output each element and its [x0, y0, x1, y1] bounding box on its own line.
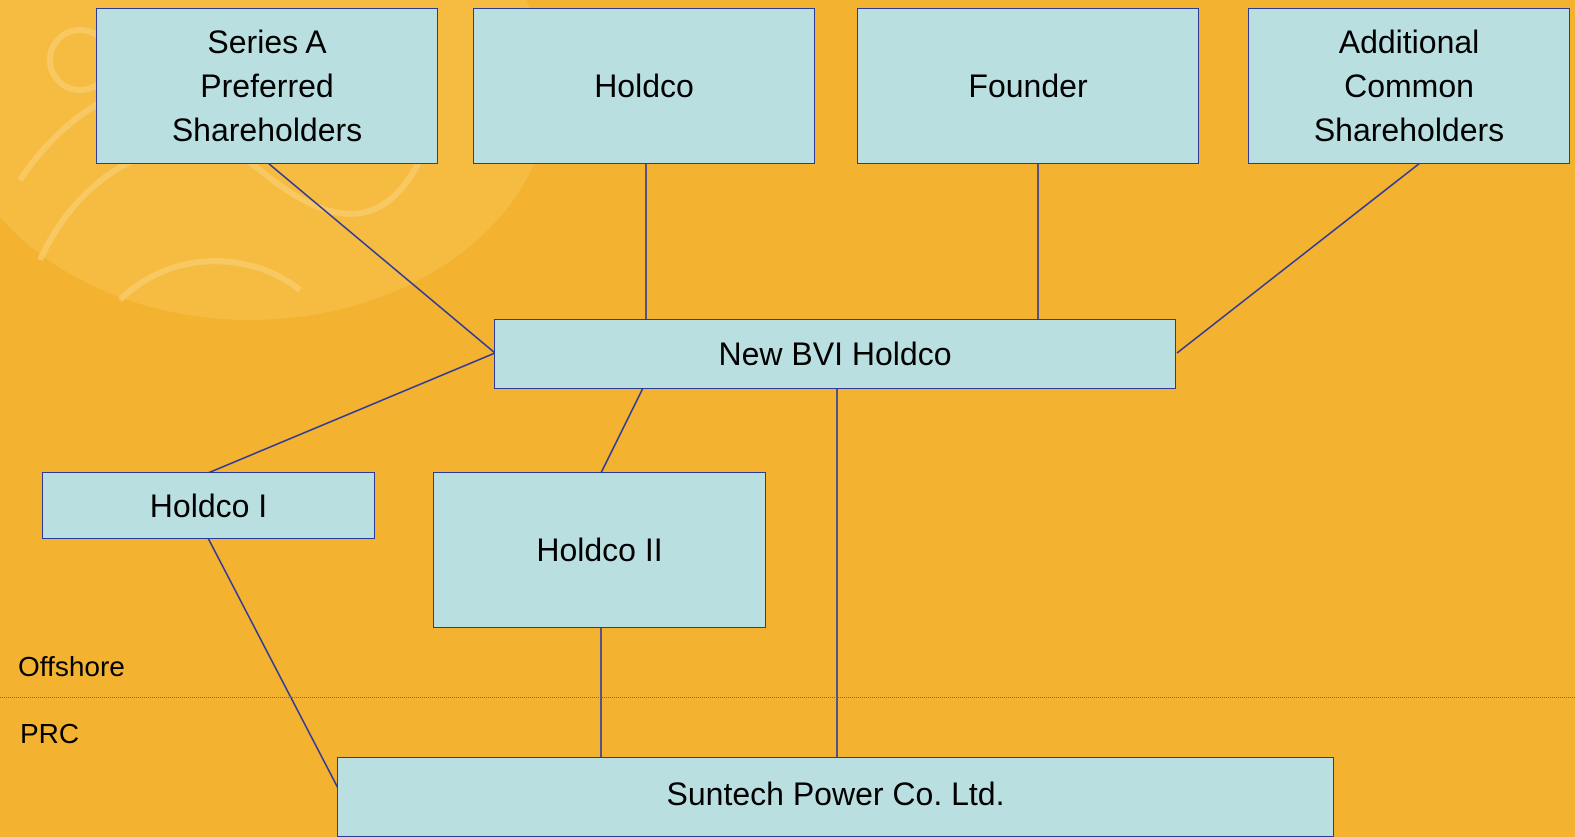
- node-new-bvi-holdco: New BVI Holdco: [494, 319, 1176, 389]
- node-label: Holdco: [594, 68, 694, 104]
- node-label: Suntech Power Co. Ltd.: [666, 776, 1005, 812]
- node-holdco-i: Holdco I: [42, 472, 375, 539]
- node-additional-common-shareholders: Additional Common Shareholders: [1248, 8, 1570, 164]
- node-founder: Founder: [857, 8, 1199, 164]
- node-suntech-power: Suntech Power Co. Ltd.: [337, 757, 1334, 837]
- connector-new-bvi-to-holdco-ii: [600, 387, 644, 474]
- node-label: Founder: [968, 68, 1088, 104]
- node-holdco: Holdco: [473, 8, 815, 164]
- node-series-a-preferred-shareholders: Series A Preferred Shareholders: [96, 8, 438, 164]
- node-label: Additional Common Shareholders: [1313, 24, 1505, 148]
- connector-holdco-i-to-suntech: [207, 537, 341, 793]
- region-label-prc: PRC: [20, 718, 80, 749]
- node-label: New BVI Holdco: [718, 336, 952, 372]
- node-holdco-ii: Holdco II: [433, 472, 766, 628]
- connector-additional-to-new-bvi: [1176, 162, 1421, 354]
- connector-series-a-to-new-bvi: [267, 162, 496, 354]
- offshore-prc-divider: [0, 697, 1575, 698]
- node-label: Series A Preferred Shareholders: [171, 24, 363, 148]
- region-label-offshore: Offshore: [18, 651, 125, 682]
- node-label: Holdco II: [536, 532, 663, 568]
- node-label: Holdco I: [149, 487, 268, 524]
- connector-new-bvi-to-holdco-i: [207, 352, 496, 474]
